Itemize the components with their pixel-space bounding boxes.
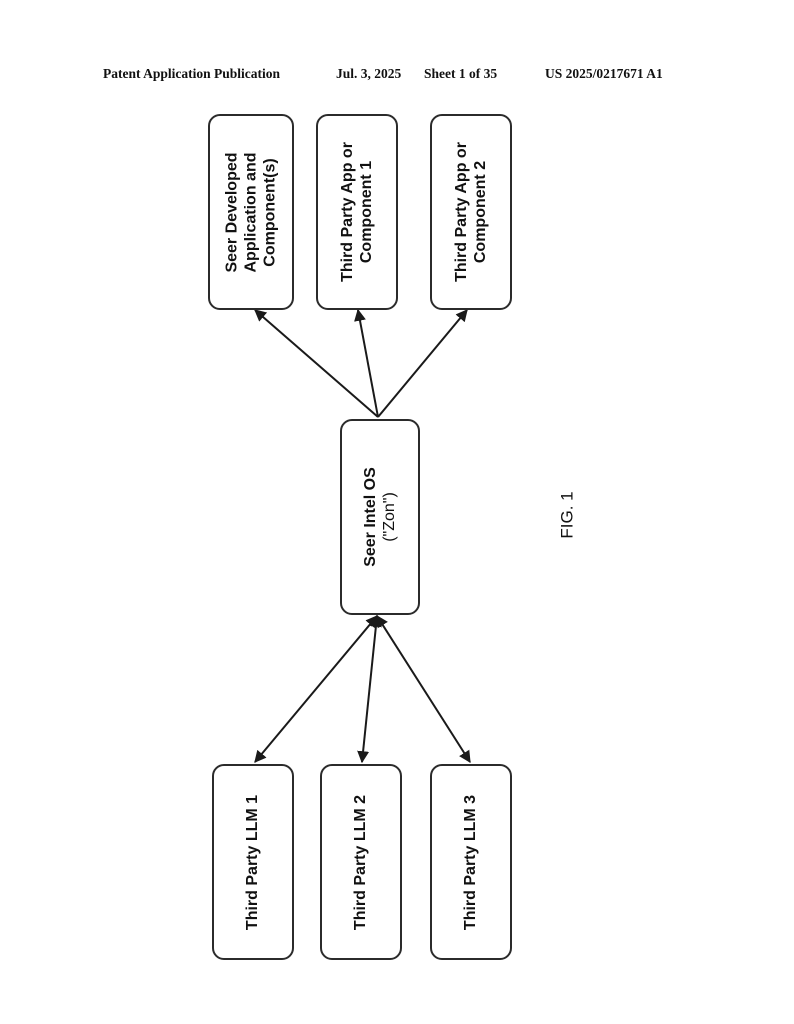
third-party-app-2-text: Third Party App or Component 2 <box>452 142 490 282</box>
third-party-app-1-text: Third Party App or Component 1 <box>338 142 376 282</box>
arrow-to-third-party-app-1 <box>354 308 379 418</box>
sheet-number: Sheet 1 of 35 <box>424 66 498 81</box>
seer-intel-os-text: Seer Intel OS ("Zon") <box>361 467 399 567</box>
arrow-between-os-and-llm-3 <box>376 614 471 764</box>
publication-date: Jul. 3, 2025 <box>336 66 402 81</box>
seer-intel-os-box: Seer Intel OS ("Zon") <box>340 419 420 615</box>
seer-developed-application-line-3: Component(s) <box>261 157 279 267</box>
third-party-app-1-box: Third Party App or Component 1 <box>316 114 398 310</box>
arrow-between-os-and-llm-1 <box>254 615 378 763</box>
third-party-llm-2-text: Third Party LLM 2 <box>352 794 370 930</box>
arrow-to-third-party-app-2 <box>377 309 468 418</box>
third-party-llm-3-box: Third Party LLM 3 <box>430 764 512 960</box>
publication-label: Patent Application Publication <box>103 66 281 81</box>
arrow-between-os-and-llm-2 <box>357 614 382 764</box>
seer-intel-os-subtitle: ("Zon") <box>381 492 398 542</box>
third-party-app-2-line-1: Third Party App or <box>453 142 471 282</box>
third-party-app-1-line-2: Component 1 <box>358 160 376 264</box>
seer-developed-application-line-1: Seer Developed <box>223 151 241 273</box>
seer-intel-os-title: Seer Intel OS <box>362 467 379 567</box>
third-party-llm-1-box: Third Party LLM 1 <box>212 764 294 960</box>
third-party-app-1-line-1: Third Party App or <box>339 142 357 282</box>
figure-label-text: FIG. 1 <box>558 491 578 539</box>
third-party-llm-3-text: Third Party LLM 3 <box>462 794 480 930</box>
third-party-llm-2-box: Third Party LLM 2 <box>320 764 402 960</box>
page-header: Patent Application Publication Jul. 3, 2… <box>0 66 794 90</box>
seer-developed-application-box: Seer Developed Application and Component… <box>208 114 294 310</box>
arrow-to-seer-developed-application <box>254 309 379 418</box>
figure-label: FIG. 1 <box>548 491 588 538</box>
third-party-llm-1-text: Third Party LLM 1 <box>244 794 262 930</box>
seer-developed-application-line-2: Application and <box>242 152 260 272</box>
seer-developed-application-text: Seer Developed Application and Component… <box>223 152 280 272</box>
third-party-app-2-line-2: Component 2 <box>472 160 490 264</box>
third-party-app-2-box: Third Party App or Component 2 <box>430 114 512 310</box>
publication-number: US 2025/0217671 A1 <box>545 66 663 81</box>
